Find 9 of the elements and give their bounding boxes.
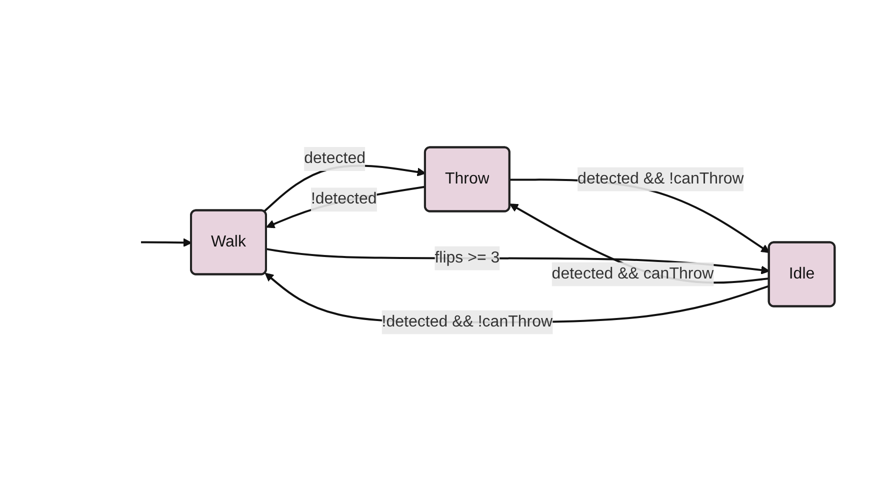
edge-label: !detected && !canThrow — [382, 314, 553, 331]
edge-label: detected && canThrow — [552, 266, 714, 283]
edge-label: detected — [304, 150, 366, 168]
edge-label: !detected — [311, 190, 377, 208]
arrow — [141, 238, 192, 248]
edge-label: detected && !canThrow — [578, 170, 744, 188]
arrow — [266, 186, 426, 229]
arrow — [264, 165, 426, 213]
edge-label: flips >= 3 — [434, 250, 500, 267]
